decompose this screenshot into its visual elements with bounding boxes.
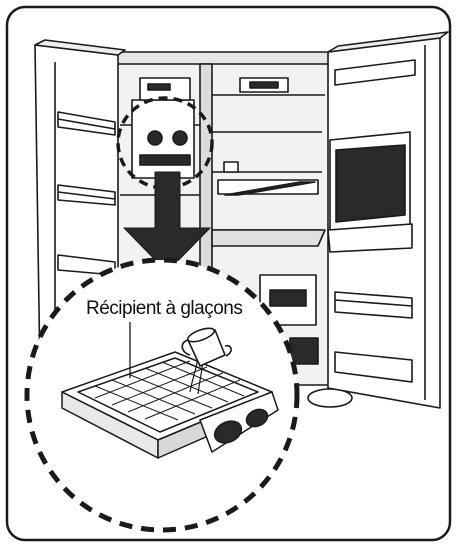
fridge-door	[328, 32, 448, 408]
ice-tray-label: Récipient à glaçons	[84, 298, 244, 320]
